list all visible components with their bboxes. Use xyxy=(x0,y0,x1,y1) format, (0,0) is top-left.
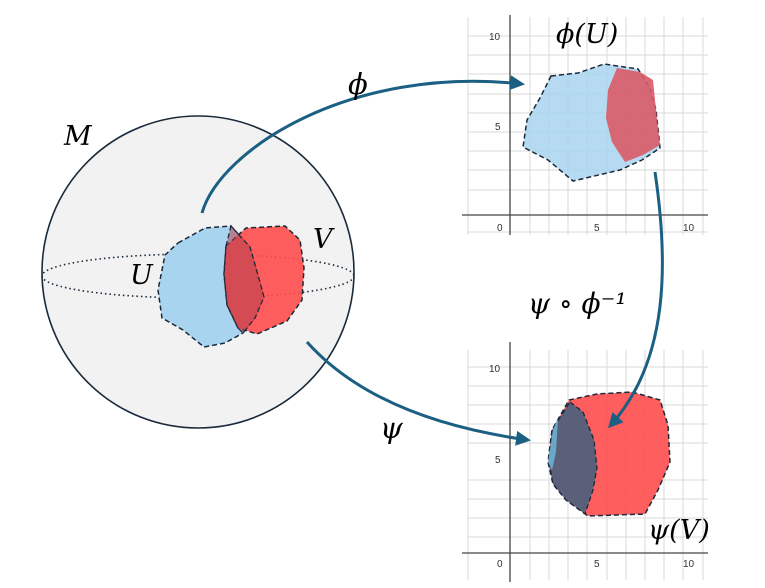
psi-map-label: ψ xyxy=(380,411,403,445)
transition-map-label: ψ ∘ ϕ⁻¹ xyxy=(528,287,627,320)
bottom-x-tick: 5 xyxy=(594,559,600,570)
bottom-x-tick: 10 xyxy=(683,559,695,570)
bottom-x-tick: 0 xyxy=(497,559,503,570)
top-y-tick: 5 xyxy=(495,122,501,133)
bottom-y-tick: 5 xyxy=(495,455,501,466)
sphere-equator xyxy=(41,253,355,299)
psi-u-sliver xyxy=(548,418,558,470)
bottom-y-tick: 10 xyxy=(489,364,501,375)
phi-map-label: ϕ xyxy=(348,67,368,101)
top-y-tick: 10 xyxy=(489,32,501,43)
top-x-tick: 5 xyxy=(594,223,600,234)
transition-arrow xyxy=(607,171,664,429)
phi-arrow xyxy=(200,75,525,214)
chart-overlap-region xyxy=(223,224,265,334)
top-x-tick: 10 xyxy=(683,223,695,234)
chart-v-label: V xyxy=(313,224,335,255)
psi-arrow xyxy=(305,340,531,446)
phi-u-label: ϕ(U) xyxy=(556,19,618,50)
manifold-label: M xyxy=(63,121,93,152)
psi-v-label: ψ(V) xyxy=(648,515,710,546)
phi-overlap-region xyxy=(606,68,660,162)
chart-u-label: U xyxy=(130,260,154,291)
top-x-tick: 0 xyxy=(497,223,503,234)
psi-overlap-region xyxy=(548,401,598,516)
